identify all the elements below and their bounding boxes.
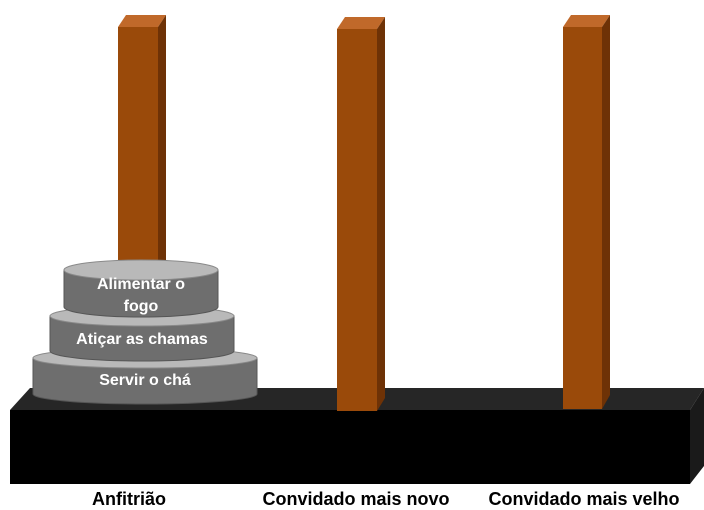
peg-convidado-mais-velho-top xyxy=(563,15,610,27)
peg-caption-anfitriao: Anfitrião xyxy=(92,489,166,509)
disk-servir-o-cha-label: Servir o chá xyxy=(99,372,191,389)
peg-anfitriao-top xyxy=(118,15,166,27)
peg-convidado-mais-novo-side xyxy=(377,17,385,411)
disk-servir-o-cha-side xyxy=(32,357,258,405)
base-front-face xyxy=(10,410,690,484)
peg-anfitriao-side xyxy=(158,15,166,290)
peg-anfitriao xyxy=(118,15,166,290)
peg-caption-convidado-mais-novo: Convidado mais novo xyxy=(262,489,449,509)
peg-caption-convidado-mais-velho: Convidado mais velho xyxy=(488,489,679,509)
peg-convidado-mais-novo xyxy=(337,17,385,411)
peg-convidado-mais-novo-top xyxy=(337,17,385,29)
base-platform xyxy=(10,388,704,484)
disk-alimentar-o-fogo: Alimentar o fogo xyxy=(63,259,219,318)
disk-alimentar-o-fogo-label-line-1: Alimentar o xyxy=(97,276,185,293)
peg-convidado-mais-velho-side xyxy=(602,15,610,409)
base-side-face xyxy=(690,388,704,484)
disk-aticar-as-chamas-side xyxy=(49,315,235,362)
peg-convidado-mais-novo-front xyxy=(337,29,377,411)
disk-alimentar-o-fogo-side xyxy=(63,269,219,318)
peg-convidado-mais-velho xyxy=(563,15,610,409)
peg-anfitriao-front xyxy=(118,27,158,290)
disk-aticar-as-chamas-label: Atiçar as chamas xyxy=(76,331,208,348)
peg-convidado-mais-velho-front xyxy=(563,27,602,409)
disk-alimentar-o-fogo-top xyxy=(63,259,219,281)
disk-alimentar-o-fogo-label-line-2: fogo xyxy=(124,298,159,315)
